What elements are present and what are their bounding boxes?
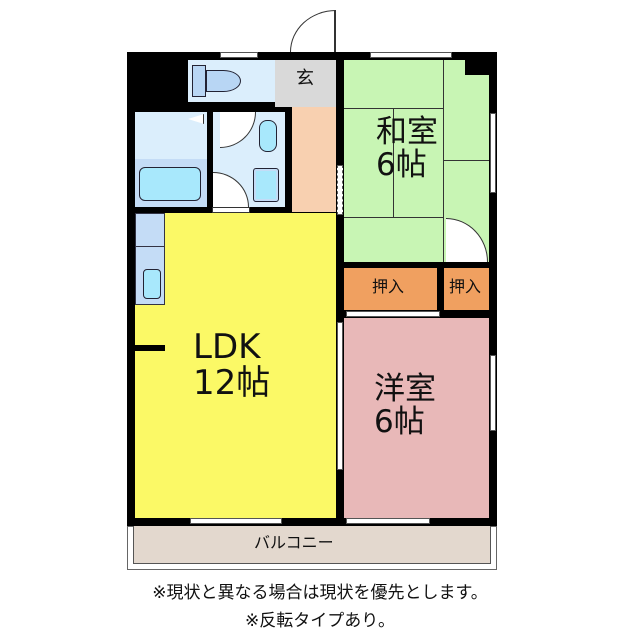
- washitsu-name: 和室: [376, 114, 438, 150]
- wet-area-wall: [127, 207, 292, 213]
- pipe-shaft: [127, 52, 189, 110]
- youshitsu-name: 洋室: [374, 371, 436, 407]
- closet-divider: [437, 268, 444, 310]
- ldk-room: [135, 213, 336, 518]
- closet-wall: [344, 262, 489, 268]
- bath-wall: [207, 112, 211, 207]
- bathtub-icon: [139, 167, 201, 201]
- note-line-1: ※現状と異なる場合は現状を優先とします。: [152, 583, 488, 603]
- balcony-floor: [133, 526, 491, 564]
- oshiire-1: [344, 268, 437, 310]
- toilet-bowl-icon: [206, 70, 241, 92]
- ldk-balcony-window: [190, 518, 282, 524]
- note-line-2: ※反転タイプあり。: [245, 611, 395, 631]
- oshiire-2: [444, 268, 489, 310]
- washitsu-size: 6帖: [376, 146, 427, 183]
- ldk-size: 12帖: [193, 362, 271, 403]
- washitsu-side-window: [490, 113, 496, 193]
- youshitsu-size: 6帖: [374, 403, 425, 440]
- toilet-window: [220, 52, 258, 58]
- washitsu-sliding-door: [337, 165, 343, 215]
- hallway: [292, 107, 337, 212]
- entry-door: [290, 10, 336, 52]
- ldk-label: LDK 12帖: [193, 327, 271, 403]
- youshitsu-label: 洋室 6帖: [374, 373, 436, 438]
- center-wall: [336, 52, 344, 526]
- youshitsu-top-door: [346, 311, 440, 317]
- washroom-door-gap: [212, 207, 250, 213]
- oshiire-2-label: 押入: [449, 277, 482, 296]
- balcony-label: バルコニー: [254, 533, 334, 552]
- washing-machine-icon: [253, 168, 279, 202]
- washitsu-label: 和室 6帖: [376, 116, 438, 181]
- washitsu-top-window: [370, 52, 452, 58]
- washitsu-right-pillar: [489, 52, 497, 112]
- oshiire-1-label: 押入: [372, 277, 405, 296]
- youshitsu-balcony-window: [346, 518, 430, 524]
- washitsu-corner-pillar: [465, 60, 489, 75]
- washbasin-icon: [259, 120, 277, 152]
- genkan: [275, 60, 337, 107]
- youshitsu-room: [344, 318, 489, 518]
- youshitsu-sliding-door: [337, 322, 343, 470]
- ldk-wall-stub: [135, 345, 165, 351]
- bath-door-marker: [188, 114, 204, 124]
- toilet-tank-icon: [192, 65, 206, 97]
- tatami-lines: [344, 60, 489, 262]
- genkan-label: 玄: [296, 68, 314, 89]
- ldk-name: LDK: [193, 327, 261, 367]
- kitchen-sink-icon: [143, 269, 161, 299]
- kitchen-counter-divider: [135, 246, 165, 247]
- youshitsu-side-window: [490, 355, 496, 431]
